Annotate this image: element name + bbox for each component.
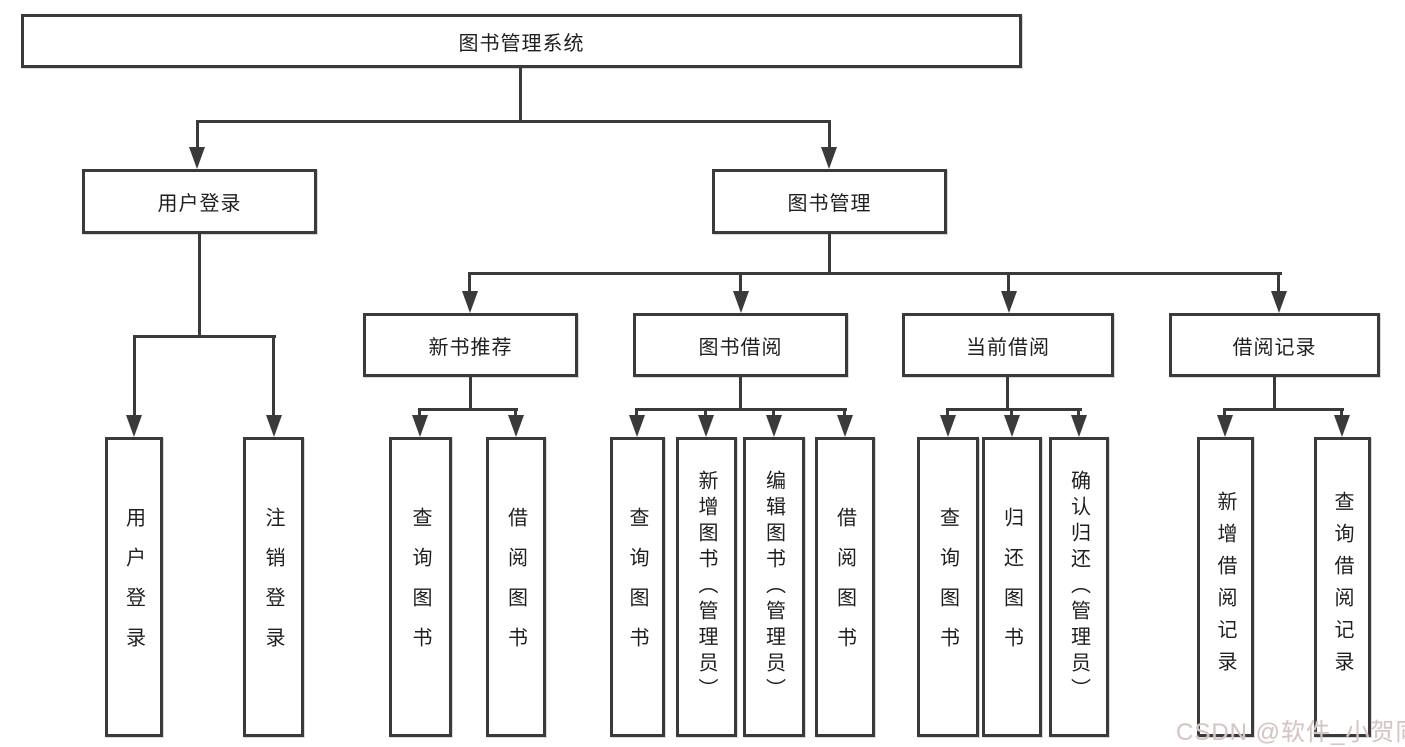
connector-line	[468, 272, 471, 291]
arrowhead	[821, 147, 837, 169]
connector-line	[469, 272, 1282, 275]
arrowhead	[1217, 415, 1233, 437]
arrowhead	[508, 415, 524, 437]
node-user-login: 用户登录	[82, 169, 317, 234]
node-leaf-query-borrow-record: 查询借阅记录	[1314, 437, 1371, 737]
connector-line	[1223, 408, 1226, 417]
connector-line	[739, 272, 742, 291]
connector-line	[198, 234, 201, 335]
connector-line	[946, 408, 949, 417]
connector-line	[635, 408, 847, 411]
connector-line	[418, 408, 421, 417]
connector-line	[196, 120, 831, 123]
node-leaf-user-login: 用户登录	[105, 437, 163, 737]
connector-line	[1273, 377, 1276, 408]
connector-line	[843, 408, 846, 417]
arrowhead	[126, 415, 142, 437]
arrowhead	[766, 415, 782, 437]
arrowhead	[940, 415, 956, 437]
connector-line	[514, 408, 517, 417]
node-leaf-borrow-book-recommend: 借阅图书	[486, 437, 546, 737]
connector-line	[946, 408, 1082, 411]
arrowhead	[629, 415, 645, 437]
connector-line	[704, 408, 707, 417]
connector-line	[1077, 408, 1080, 417]
node-leaf-query-book-current: 查询图书	[917, 437, 979, 737]
node-leaf-logout: 注销登录	[243, 437, 304, 737]
node-new-book-recommendation: 新书推荐	[363, 313, 578, 377]
connector-line	[519, 68, 522, 120]
csdn-watermark: CSDN @软件_小贺同学	[1176, 719, 1405, 746]
node-root-library-system: 图书管理系统	[21, 14, 1022, 68]
connector-line	[133, 335, 276, 338]
connector-line	[469, 377, 472, 408]
connector-line	[133, 335, 136, 415]
connector-line	[1010, 408, 1013, 417]
connector-line	[1223, 408, 1344, 411]
node-leaf-add-book-admin: 新增图书（管理员）	[676, 437, 737, 737]
node-leaf-return-book: 归还图书	[982, 437, 1042, 737]
arrowhead	[1004, 415, 1020, 437]
node-leaf-edit-book-admin: 编辑图书（管理员）	[743, 437, 805, 737]
arrowhead	[1334, 415, 1350, 437]
connector-line	[272, 335, 275, 415]
node-leaf-add-borrow-record: 新增借阅记录	[1197, 437, 1254, 737]
arrowhead	[1001, 291, 1017, 313]
arrowhead	[266, 415, 282, 437]
connector-line	[772, 408, 775, 417]
node-book-management: 图书管理	[712, 169, 947, 234]
arrowhead	[837, 415, 853, 437]
arrowhead	[1071, 415, 1087, 437]
connector-line	[828, 120, 831, 147]
node-leaf-borrow-book: 借阅图书	[815, 437, 875, 737]
connector-line	[635, 408, 638, 417]
arrowhead	[733, 291, 749, 313]
arrowhead	[698, 415, 714, 437]
node-book-borrowing: 图书借阅	[633, 313, 848, 377]
node-leaf-confirm-return-admin: 确认归还（管理员）	[1049, 437, 1109, 737]
node-leaf-query-book-recommend: 查询图书	[389, 437, 452, 737]
connector-line	[1277, 272, 1280, 291]
node-current-borrowing: 当前借阅	[902, 313, 1114, 377]
arrowhead	[1271, 291, 1287, 313]
arrowhead	[462, 291, 478, 313]
connector-line	[828, 234, 831, 272]
connector-line	[1006, 377, 1009, 408]
connector-line	[1007, 272, 1010, 291]
connector-line	[418, 408, 518, 411]
connector-line	[1340, 408, 1343, 417]
node-leaf-query-book-borrowing: 查询图书	[610, 437, 665, 737]
connector-line	[196, 120, 199, 147]
arrowhead	[189, 147, 205, 169]
node-borrowing-records: 借阅记录	[1169, 313, 1380, 377]
arrowhead	[412, 415, 428, 437]
connector-line	[739, 377, 742, 408]
